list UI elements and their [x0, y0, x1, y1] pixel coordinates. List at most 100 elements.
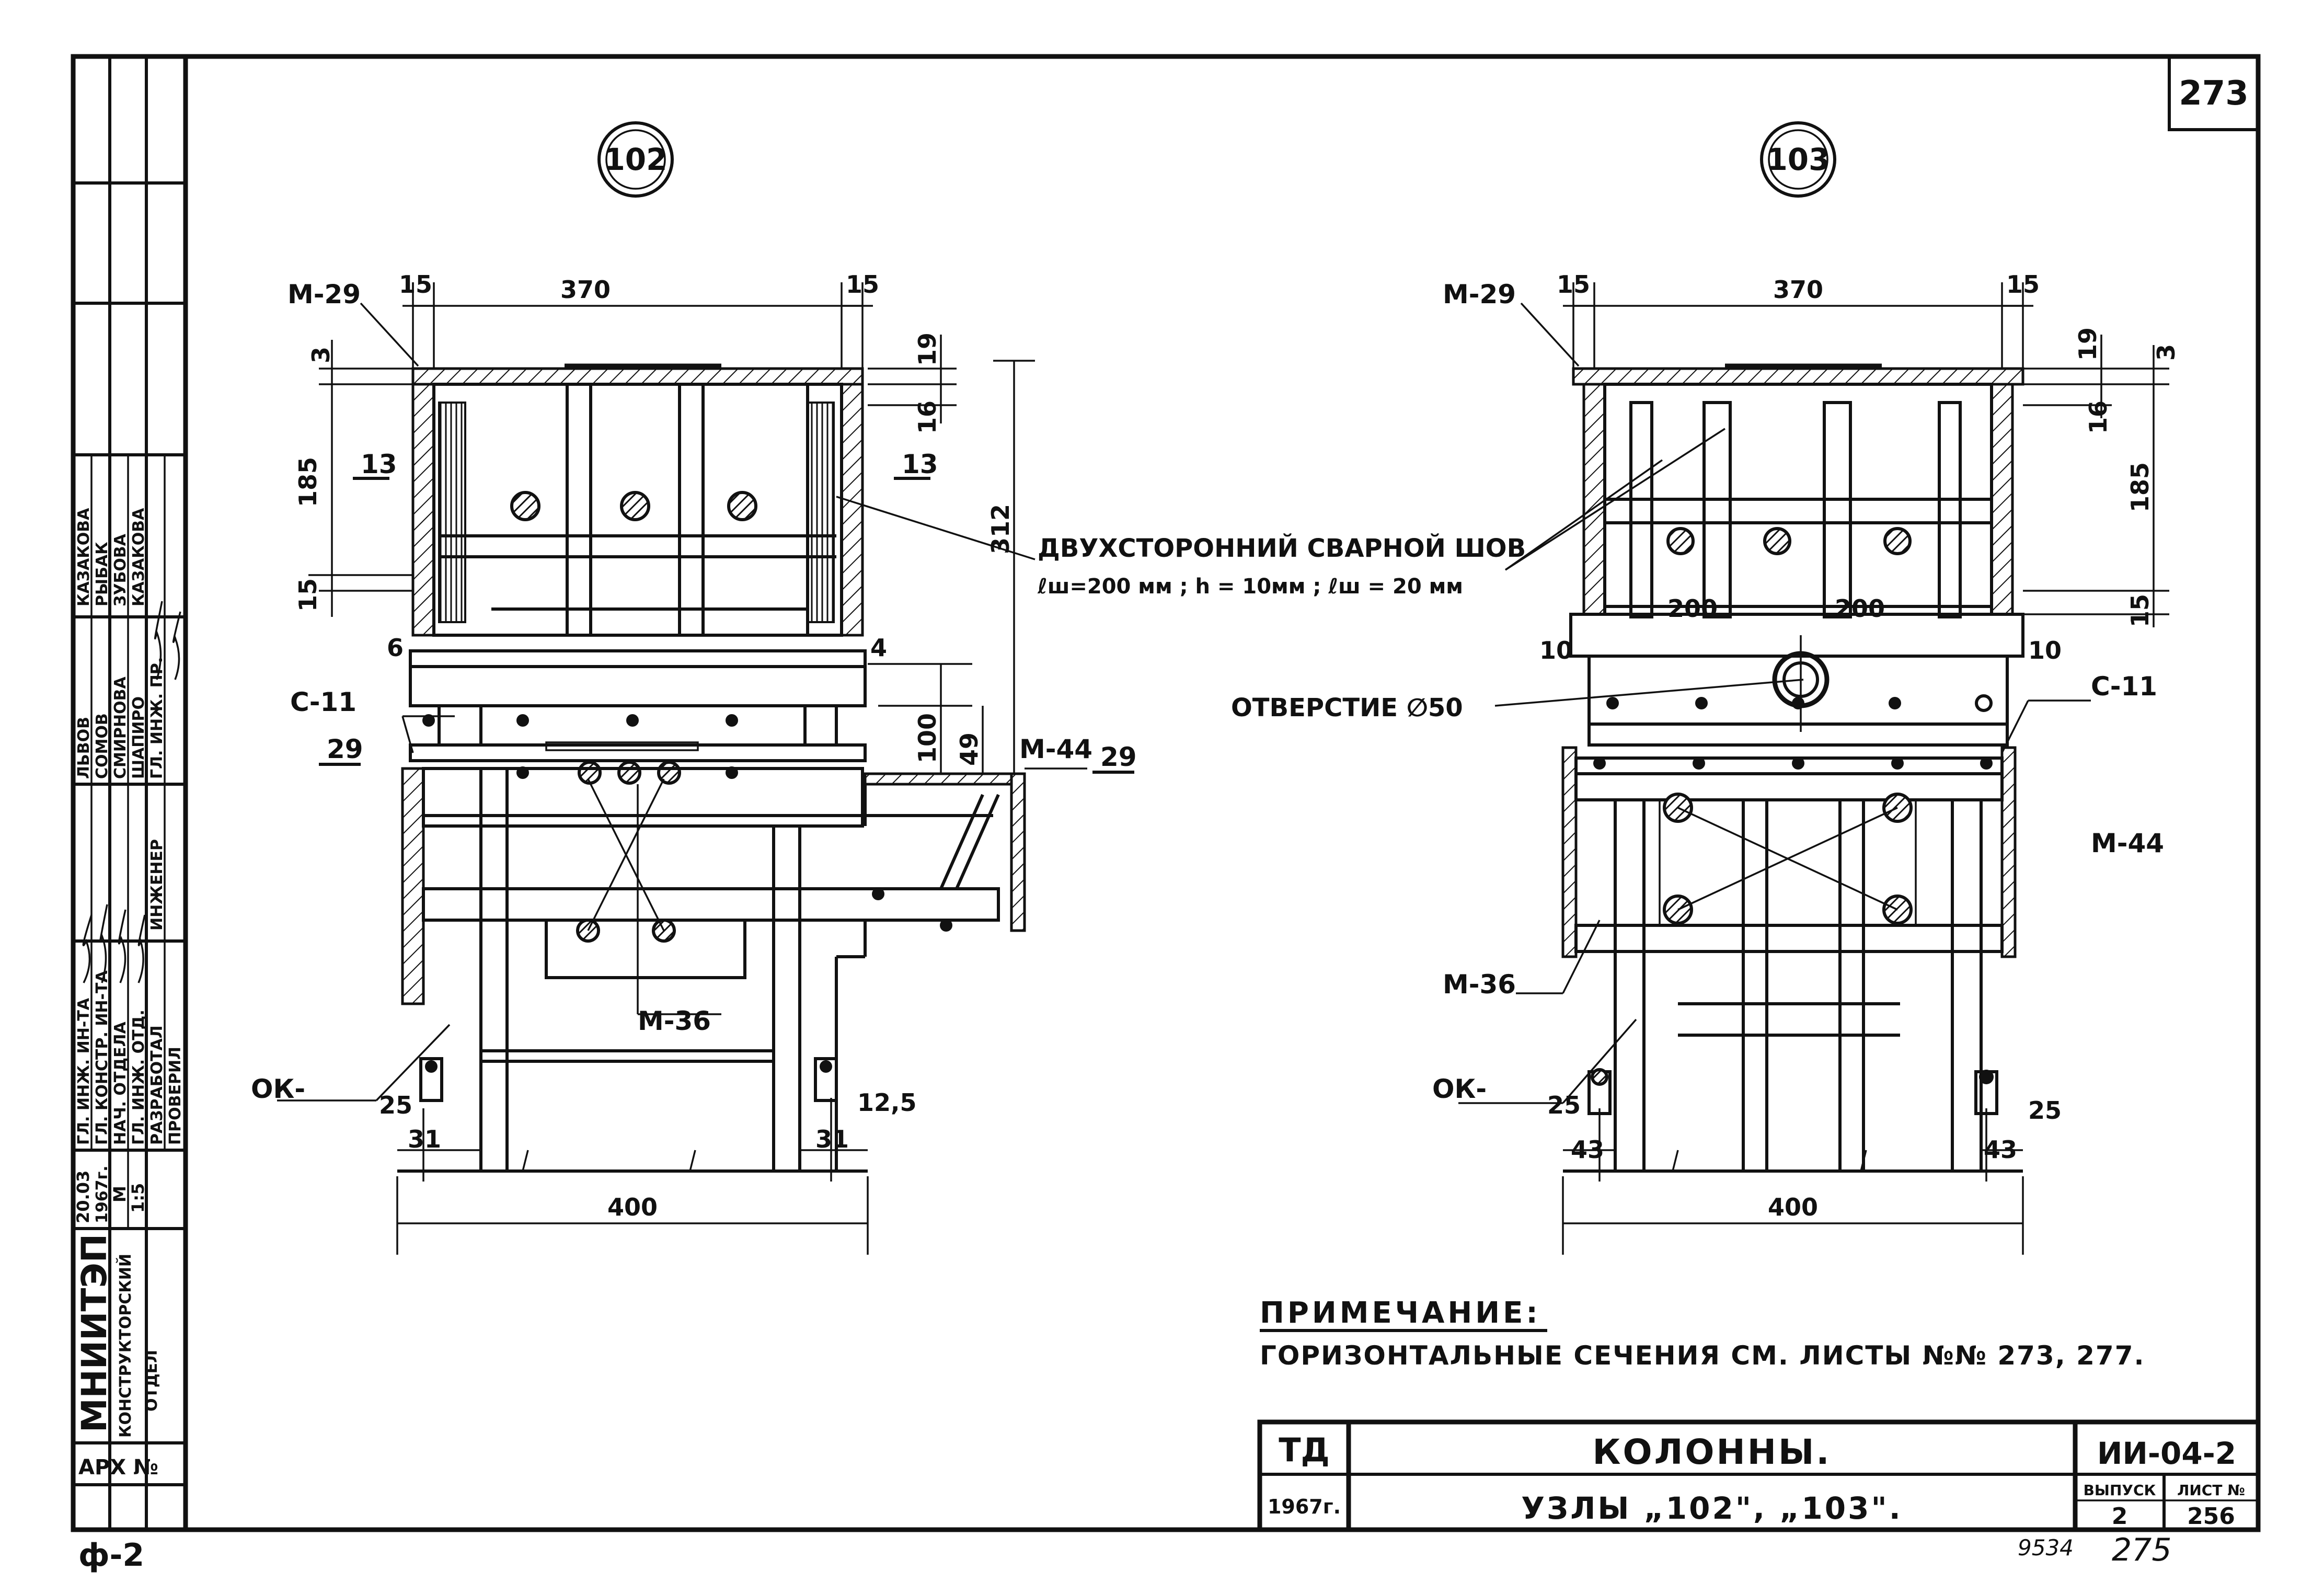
- title-block: [1257, 1419, 2261, 1532]
- stamp-archive-label: АРХ №: [78, 1455, 158, 1480]
- dim-103-width-top: 370: [1773, 276, 1823, 304]
- label-102-section-29-left: 29: [327, 734, 363, 764]
- dim-103-25-left: 25: [1547, 1091, 1581, 1119]
- weld-callout-line2: ℓш=200 мм ; h = 10мм ; ℓш = 20 мм: [1037, 575, 1463, 599]
- node-102-id: 102: [604, 142, 667, 177]
- dim-103-10-right: 10: [2028, 636, 2062, 664]
- dim-103-10-left: 10: [1539, 636, 1573, 664]
- label-102-m36: М-36: [638, 1006, 711, 1036]
- note-text: ГОРИЗОНТАЛЬНЫЕ СЕЧЕНИЯ СМ. ЛИСТЫ №№ 273,…: [1260, 1340, 2145, 1371]
- label-102-m44: М-44: [1019, 734, 1092, 764]
- stamp-name: ШАПИРО: [130, 696, 148, 779]
- note-title: ПРИМЕЧАНИЕ:: [1260, 1296, 1541, 1330]
- title-block-title: КОЛОННЫ.: [1593, 1432, 1832, 1472]
- label-103-m44: М-44: [2091, 828, 2164, 858]
- dim-103-3: 3: [2152, 344, 2180, 361]
- label-102-section-29-right: 29: [1100, 742, 1137, 772]
- title-block-subtitle: УЗЛЫ „102", „103".: [1521, 1490, 1902, 1526]
- label-103-c11: С-11: [2091, 671, 2157, 702]
- stamp-scale-label: М: [110, 1186, 130, 1202]
- title-block-sheet-label: ЛИСТ №: [2177, 1482, 2245, 1499]
- hole-callout: ОТВЕРСТИЕ ∅50: [1231, 693, 1463, 723]
- node-103-marker: [1760, 121, 1836, 198]
- dim-102-4: 4: [870, 634, 887, 662]
- label-102-m29: М-29: [287, 279, 361, 309]
- title-block-issue: 2: [2112, 1503, 2128, 1530]
- stamp-date: 20.03: [73, 1171, 93, 1223]
- node-102: [277, 121, 1087, 1255]
- dim-103-edge-right: 15: [2006, 270, 2040, 299]
- dim-102-edge-left: 15: [399, 270, 432, 299]
- dim-103-15: 15: [2126, 594, 2154, 627]
- dim-103-19: 19: [2074, 327, 2102, 361]
- dim-102-16: 16: [913, 400, 941, 434]
- label-103-m29: М-29: [1443, 279, 1516, 309]
- title-block-series: ИИ-04-2: [2097, 1436, 2236, 1471]
- stamp-role: РАЗРАБОТАЛ: [148, 1025, 166, 1145]
- title-block-sheet: 256: [2187, 1503, 2235, 1530]
- dim-102-width-bottom: 400: [607, 1193, 658, 1221]
- bottom-page-number: 275: [2112, 1532, 2172, 1568]
- stamp-role: ГЛ. ИНЖ. ОТД.: [130, 1010, 148, 1145]
- dim-103-43-left: 43: [1571, 1136, 1604, 1164]
- dim-102-185: 185: [294, 457, 322, 507]
- stamp-roles: ГЛ. ИНЖ. ИН-ТА ГЛ. КОНСТР. ИН-ТА НАЧ. ОТ…: [75, 508, 185, 1145]
- dim-102-19: 19: [913, 332, 941, 366]
- side-stamp: [73, 56, 186, 1530]
- dim-102-12-5: 12,5: [857, 1088, 917, 1117]
- stamp-institute: МНИИТЭП: [74, 1234, 114, 1432]
- node-103: [1458, 121, 2169, 1255]
- stamp-name: КАЗАКОВА: [75, 508, 93, 606]
- dim-102-6: 6: [387, 634, 404, 662]
- dim-102-31-left: 31: [408, 1125, 441, 1153]
- stamp-department-2: ОТДЕЛ: [143, 1350, 161, 1412]
- stamp-signatures: [82, 601, 181, 983]
- label-102-ok: ОК-: [251, 1074, 305, 1104]
- dim-102-49: 49: [955, 732, 983, 766]
- archive-code: 9534: [2018, 1535, 2074, 1561]
- weld-callout-line1: ДВУХСТОРОННИЙ СВАРНОЙ ШОВ: [1038, 533, 1526, 563]
- stamp-name: ЛЬВОВ: [75, 717, 93, 779]
- stamp-name: СОМОВ: [93, 713, 111, 779]
- dim-103-185: 185: [2126, 462, 2154, 512]
- dim-103-16: 16: [2084, 400, 2112, 434]
- stamp-year: 1967г.: [93, 1165, 111, 1223]
- stamp-scale: 1:5: [128, 1183, 148, 1213]
- stamp-role: ГЛ. ИНЖ. ИН-ТА: [75, 997, 93, 1145]
- dim-103-edge-left: 15: [1557, 270, 1590, 299]
- stamp-role: НАЧ. ОТДЕЛА: [111, 1021, 130, 1145]
- label-102-section-13-right: 13: [902, 449, 938, 479]
- dim-102-width-top: 370: [560, 276, 611, 304]
- dim-102-100: 100: [913, 713, 941, 763]
- node-103-id: 103: [1766, 142, 1830, 177]
- label-103-m36: М-36: [1443, 969, 1516, 1000]
- dim-102-25: 25: [379, 1091, 412, 1119]
- dim-103-200-left: 200: [1667, 594, 1718, 623]
- stamp-role: ПРОВЕРИЛ: [166, 1047, 185, 1145]
- stamp-name: ЗУБОВА: [111, 533, 130, 606]
- label-102-section-13-left: 13: [361, 449, 397, 479]
- dim-102-312: 312: [986, 504, 1015, 554]
- page-number: 273: [2179, 74, 2249, 113]
- dim-102-edge-right: 15: [846, 270, 879, 299]
- stamp-name: КАЗАКОВА: [130, 508, 148, 606]
- title-block-year: 1967г.: [1268, 1495, 1341, 1518]
- bottom-left-mark: ф-2: [78, 1537, 144, 1574]
- dim-103-width-bottom: 400: [1768, 1193, 1818, 1221]
- stamp-department-1: КОНСТРУКТОРСКИЙ: [116, 1254, 135, 1438]
- label-102-c11: С-11: [290, 687, 356, 717]
- stamp-name: СМИРНОВА: [111, 676, 130, 779]
- stamp-name: РЫБАК: [93, 542, 111, 606]
- stamp-role: ИНЖЕНЕР: [148, 839, 166, 931]
- node-102-marker: [597, 121, 674, 198]
- label-103-ok: ОК-: [1432, 1074, 1487, 1104]
- title-block-issue-label: ВЫПУСК: [2084, 1482, 2156, 1499]
- dim-102-15: 15: [294, 578, 322, 612]
- dim-102-3: 3: [307, 347, 335, 363]
- dim-102-31-right: 31: [815, 1125, 849, 1153]
- dim-103-200-right: 200: [1835, 594, 1885, 623]
- title-block-org: ТД: [1279, 1431, 1330, 1469]
- stamp-role: ГЛ. КОНСТР. ИН-ТА: [93, 970, 111, 1145]
